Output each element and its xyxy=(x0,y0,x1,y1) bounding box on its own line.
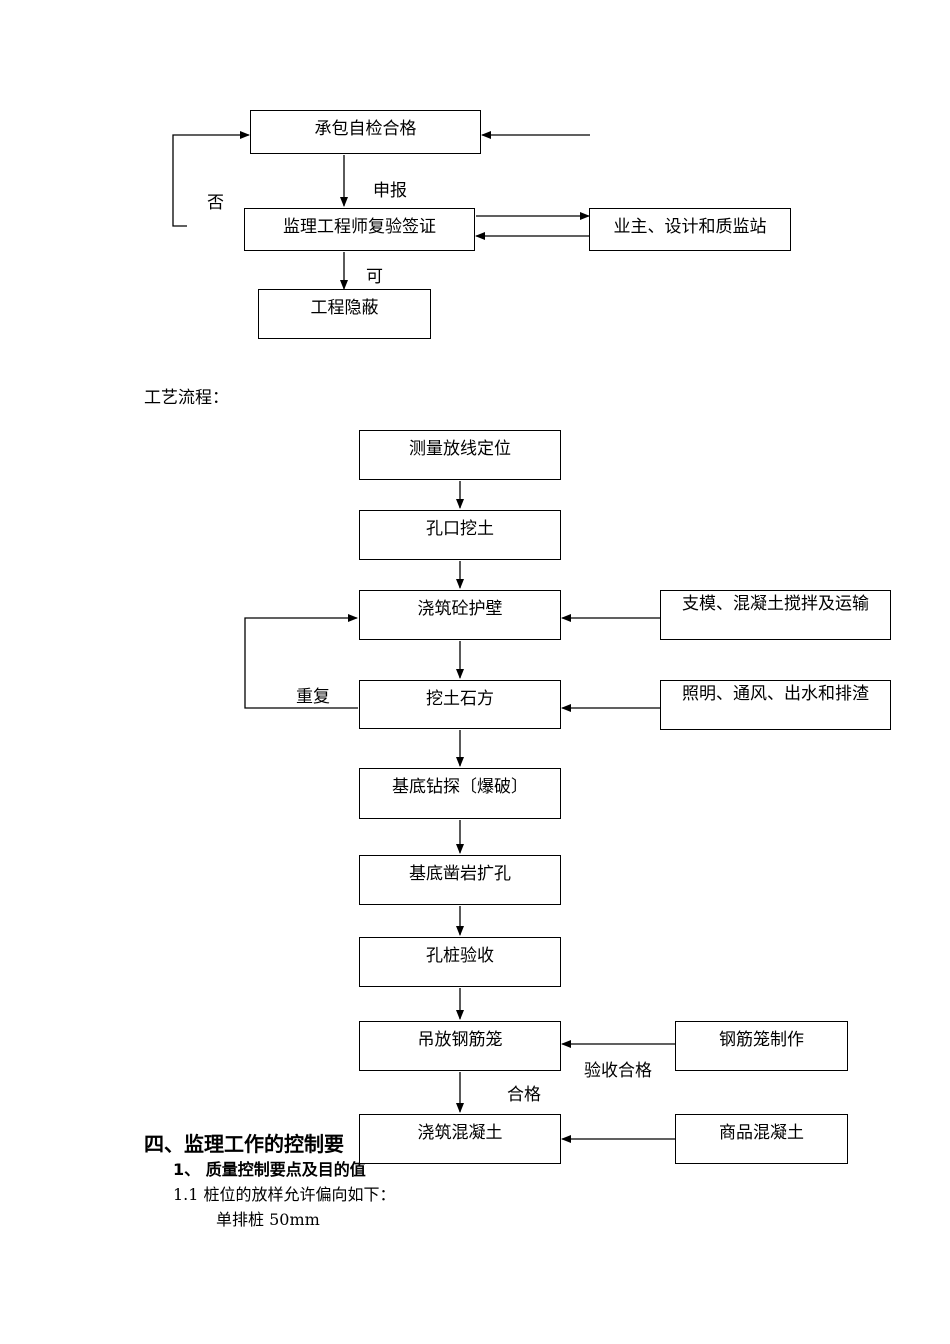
drill-label: 基底钻探〔爆破〕 xyxy=(392,777,528,797)
accept-ok-label: 验收合格 xyxy=(584,1061,652,1081)
formwork-label: 支模、混凝土搅拌及运输 xyxy=(682,594,869,614)
pour-concrete-box: 浇筑混凝土 xyxy=(359,1114,561,1164)
cage-make-box: 钢筋笼制作 xyxy=(675,1021,848,1071)
survey-box: 测量放线定位 xyxy=(359,430,561,480)
engineer-verify-box: 监理工程师复验签证 xyxy=(244,208,475,251)
excavate-mouth-box: 孔口挖土 xyxy=(359,510,561,560)
chisel-label: 基底凿岩扩孔 xyxy=(409,864,511,884)
excavate-earth-box: 挖土石方 xyxy=(359,680,561,729)
arrow-feedback-loop xyxy=(172,131,250,227)
pour-concrete-label: 浇筑混凝土 xyxy=(417,1123,503,1143)
lighting-label: 照明、通风、出水和排渣 xyxy=(682,684,869,704)
self-check-box: 承包自检合格 xyxy=(250,110,481,154)
pour-wall-label: 浇筑砼护壁 xyxy=(417,599,503,619)
report-label: 申报 xyxy=(373,181,407,201)
item-single-row-pile: 单排桩 50mm xyxy=(216,1210,320,1229)
hoist-cage-box: 吊放钢筋笼 xyxy=(359,1021,561,1071)
ok-label: 可 xyxy=(366,267,383,287)
cage-make-label: 钢筋笼制作 xyxy=(719,1030,804,1050)
section-heading: 四、监理工作的控制要 xyxy=(144,1132,344,1156)
arrow-repeat-loop xyxy=(244,614,358,709)
repeat-label: 重复 xyxy=(296,687,330,707)
formwork-box: 支模、混凝土搅拌及运输 xyxy=(660,590,891,640)
qualified-label: 合格 xyxy=(507,1085,541,1105)
hoist-cage-label: 吊放钢筋笼 xyxy=(417,1030,503,1050)
survey-label: 测量放线定位 xyxy=(409,439,511,459)
no-label: 否 xyxy=(207,193,224,213)
item-1-1: 1.1 桩位的放样允许偏向如下： xyxy=(173,1185,396,1204)
section-subheading: 1、 质量控制要点及目的值 xyxy=(173,1160,366,1179)
chisel-box: 基底凿岩扩孔 xyxy=(359,855,561,905)
ready-mix-box: 商品混凝土 xyxy=(675,1114,848,1164)
concealed-box: 工程隐蔽 xyxy=(258,289,431,339)
concealed-label: 工程隐蔽 xyxy=(310,298,379,318)
drill-box: 基底钻探〔爆破〕 xyxy=(359,768,561,819)
self-check-label: 承包自检合格 xyxy=(314,119,417,139)
process-title: 工艺流程： xyxy=(144,388,229,408)
accept-hole-box: 孔桩验收 xyxy=(359,937,561,987)
ready-mix-label: 商品混凝土 xyxy=(719,1123,804,1143)
excavate-mouth-label: 孔口挖土 xyxy=(426,519,494,539)
owner-box: 业主、设计和质监站 xyxy=(589,208,791,251)
engineer-verify-label: 监理工程师复验签证 xyxy=(283,217,436,237)
lighting-box: 照明、通风、出水和排渣 xyxy=(660,680,891,730)
accept-hole-label: 孔桩验收 xyxy=(426,946,494,966)
excavate-earth-label: 挖土石方 xyxy=(426,689,494,709)
owner-label: 业主、设计和质监站 xyxy=(613,217,767,237)
pour-wall-box: 浇筑砼护壁 xyxy=(359,590,561,640)
